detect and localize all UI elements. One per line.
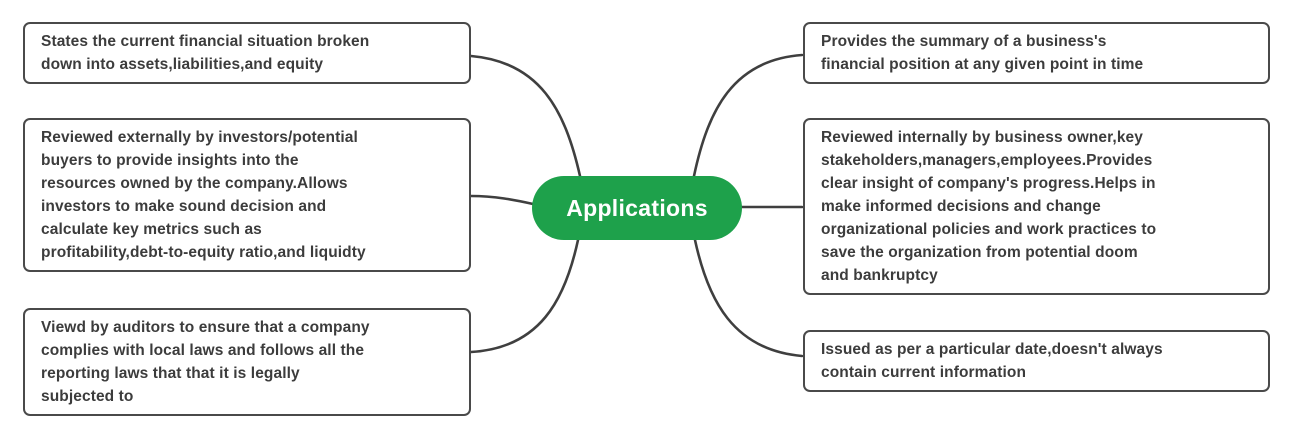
- node-issued-particular-date[interactable]: Issued as per a particular date,doesn't …: [803, 330, 1270, 392]
- node-summary-financial-position[interactable]: Provides the summary of a business's fin…: [803, 22, 1270, 84]
- center-node-applications[interactable]: Applications: [532, 176, 742, 240]
- center-node-label: Applications: [566, 194, 708, 221]
- connector-right-top: [692, 53, 804, 178]
- node-financial-situation[interactable]: States the current financial situation b…: [23, 22, 471, 84]
- connector-left-bottom: [469, 238, 580, 354]
- node-reviewed-externally[interactable]: Reviewed externally by investors/potenti…: [23, 118, 471, 272]
- connector-left-middle: [469, 194, 535, 206]
- node-viewed-by-auditors[interactable]: Viewd by auditors to ensure that a compa…: [23, 308, 471, 416]
- connector-left-top: [469, 54, 582, 178]
- connector-right-bottom: [693, 238, 804, 358]
- node-reviewed-internally[interactable]: Reviewed internally by business owner,ke…: [803, 118, 1270, 295]
